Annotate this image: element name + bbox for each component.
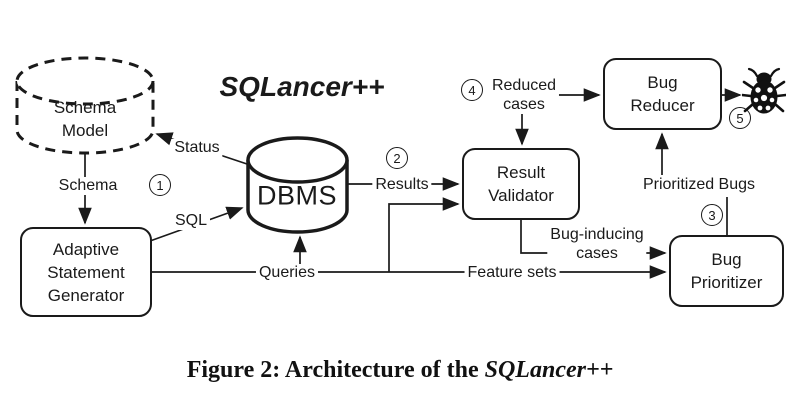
step-badge-4: 4 (461, 79, 483, 101)
bug-reducer-label-line1: Bug (647, 73, 678, 92)
edge-queries-to-validator-branch (388, 197, 460, 272)
result-validator-box: Result Validator (462, 148, 580, 220)
step-badge-3: 3 (701, 204, 723, 226)
bug-prioritizer-box: Bug Prioritizer (669, 235, 784, 307)
edge-label-reduced-line2: cases (503, 96, 545, 113)
bug-reducer-box: Bug Reducer (603, 58, 722, 130)
edge-label-bug-inducing-cases: Bug-inducing cases (547, 225, 647, 263)
schema-model-label-line2: Model (61, 121, 109, 140)
asg-label-line2: Statement (47, 262, 125, 282)
edge-label-feature-sets: Feature sets (464, 264, 560, 282)
schema-model-cylinder (15, 56, 155, 155)
figure-caption-emphasis: SQLancer++ (484, 357, 614, 383)
dbms-cylinder (246, 136, 349, 234)
bug-reducer-label-line2: Reducer (630, 96, 695, 115)
schema-model-label: Schema Model (54, 96, 116, 142)
edge-label-prioritized-bugs: Prioritized Bugs (639, 176, 759, 194)
result-validator-label-line2: Validator (488, 186, 554, 205)
bug-prioritizer-label-line2: Prioritizer (690, 273, 763, 292)
step-badge-1: 1 (149, 174, 171, 196)
figure-caption: Figure 2: Architecture of the SQLancer++ (0, 357, 800, 384)
edge-label-sql: SQL (171, 212, 211, 230)
result-validator-label-line1: Result (496, 163, 546, 182)
edge-label-status: Status (171, 139, 223, 157)
bug-prioritizer-label-line1: Bug (711, 250, 742, 269)
dbms-label: DBMS (256, 180, 338, 211)
edge-label-queries: Queries (255, 264, 319, 282)
edge-label-bug-inducing-line1: Bug-inducing (550, 226, 644, 243)
figure-caption-text: Figure 2: Architecture of the (186, 357, 485, 383)
asg-label-line1: Adaptive (52, 239, 120, 259)
diagram-title: SQLancer++ (219, 71, 385, 102)
edge-label-results: Results (372, 176, 432, 194)
step-badge-2: 2 (386, 147, 408, 169)
edge-label-bug-inducing-line2: cases (576, 245, 618, 262)
step-badge-5: 5 (729, 107, 751, 129)
edge-label-reduced-line1: Reduced (491, 77, 557, 94)
ladybug-icon (742, 67, 786, 114)
edge-label-schema: Schema (55, 177, 121, 195)
schema-model-label-line1: Schema (53, 98, 117, 117)
asg-label-line3: Generator (47, 285, 125, 305)
adaptive-statement-generator-box: Adaptive Statement Generator (20, 227, 152, 317)
edge-label-reduced-cases: Reduced cases (488, 76, 560, 114)
